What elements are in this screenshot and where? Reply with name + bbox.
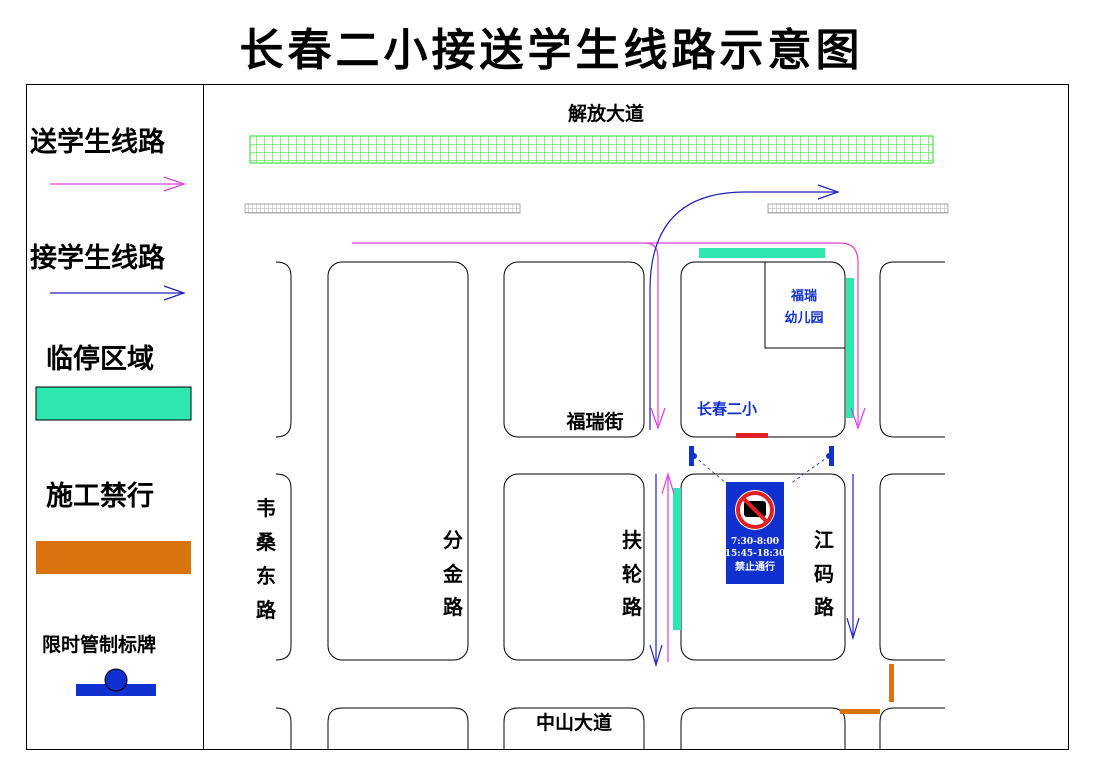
legend-pick-up-arrow [50,285,186,301]
street-weisang: 韦 桑 东 路 [256,496,277,622]
svg-text:路: 路 [256,598,277,622]
svg-text:路: 路 [622,595,643,619]
place-school: 长春二小 [697,400,757,418]
street-fulun: 扶 轮 路 [622,528,643,619]
svg-text:扶: 扶 [622,528,643,552]
svg-text:桑: 桑 [256,530,277,554]
svg-text:分: 分 [443,528,463,552]
legend-drop-off-label: 送学生线路 [30,127,165,158]
svg-text:金: 金 [442,562,464,586]
page-title: 长春二小接送学生线路示意图 [239,25,864,76]
sign-rule: 禁止通行 [734,560,775,573]
legend-sign-icon [76,668,156,696]
svg-text:江: 江 [814,528,834,552]
svg-text:路: 路 [443,595,464,619]
legend-construction-swatch [36,541,191,574]
time-limit-sign-posts [689,446,834,485]
no-vehicle-sign [726,482,784,584]
place-kindergarten-line2: 幼儿园 [784,310,823,326]
street-zhongshan: 中山大道 [536,711,612,734]
sidewalk-strip-left [244,203,521,214]
legend-construction-label: 施工禁行 [46,481,154,512]
street-fenjin: 分 金 路 [442,528,464,619]
sign-time-2: 15:45-18:30 [725,549,785,559]
legend-divider [203,84,204,750]
street-jiangma: 江 码 路 [814,528,835,619]
sidewalk-strip-right [767,203,949,214]
svg-text:轮: 轮 [622,562,642,586]
legend-parking-label: 临停区域 [46,344,154,375]
school-gate-marker [736,433,768,438]
svg-text:码: 码 [814,562,834,586]
street-furui: 福瑞街 [565,410,623,433]
construction-closures [840,664,894,714]
temp-parking-areas [673,248,854,630]
map-frame [26,84,1069,750]
legend-parking-swatch [35,386,192,421]
boulevard-green-belt [249,135,934,164]
legend-pick-up-label: 接学生线路 [30,243,165,274]
drop-off-routes [352,242,866,662]
svg-text:东: 东 [256,564,276,588]
svg-text:路: 路 [814,595,835,619]
legend-sign-label: 限时管制标牌 [42,634,157,656]
svg-text:韦: 韦 [256,496,276,520]
sign-time-1: 7:30-8:00 [731,537,779,547]
street-jiefang: 解放大道 [568,102,644,125]
place-kindergarten-line1: 福瑞 [790,288,817,304]
legend-drop-off-arrow [50,176,186,192]
pick-up-routes [649,184,860,668]
city-blocks [275,261,945,750]
